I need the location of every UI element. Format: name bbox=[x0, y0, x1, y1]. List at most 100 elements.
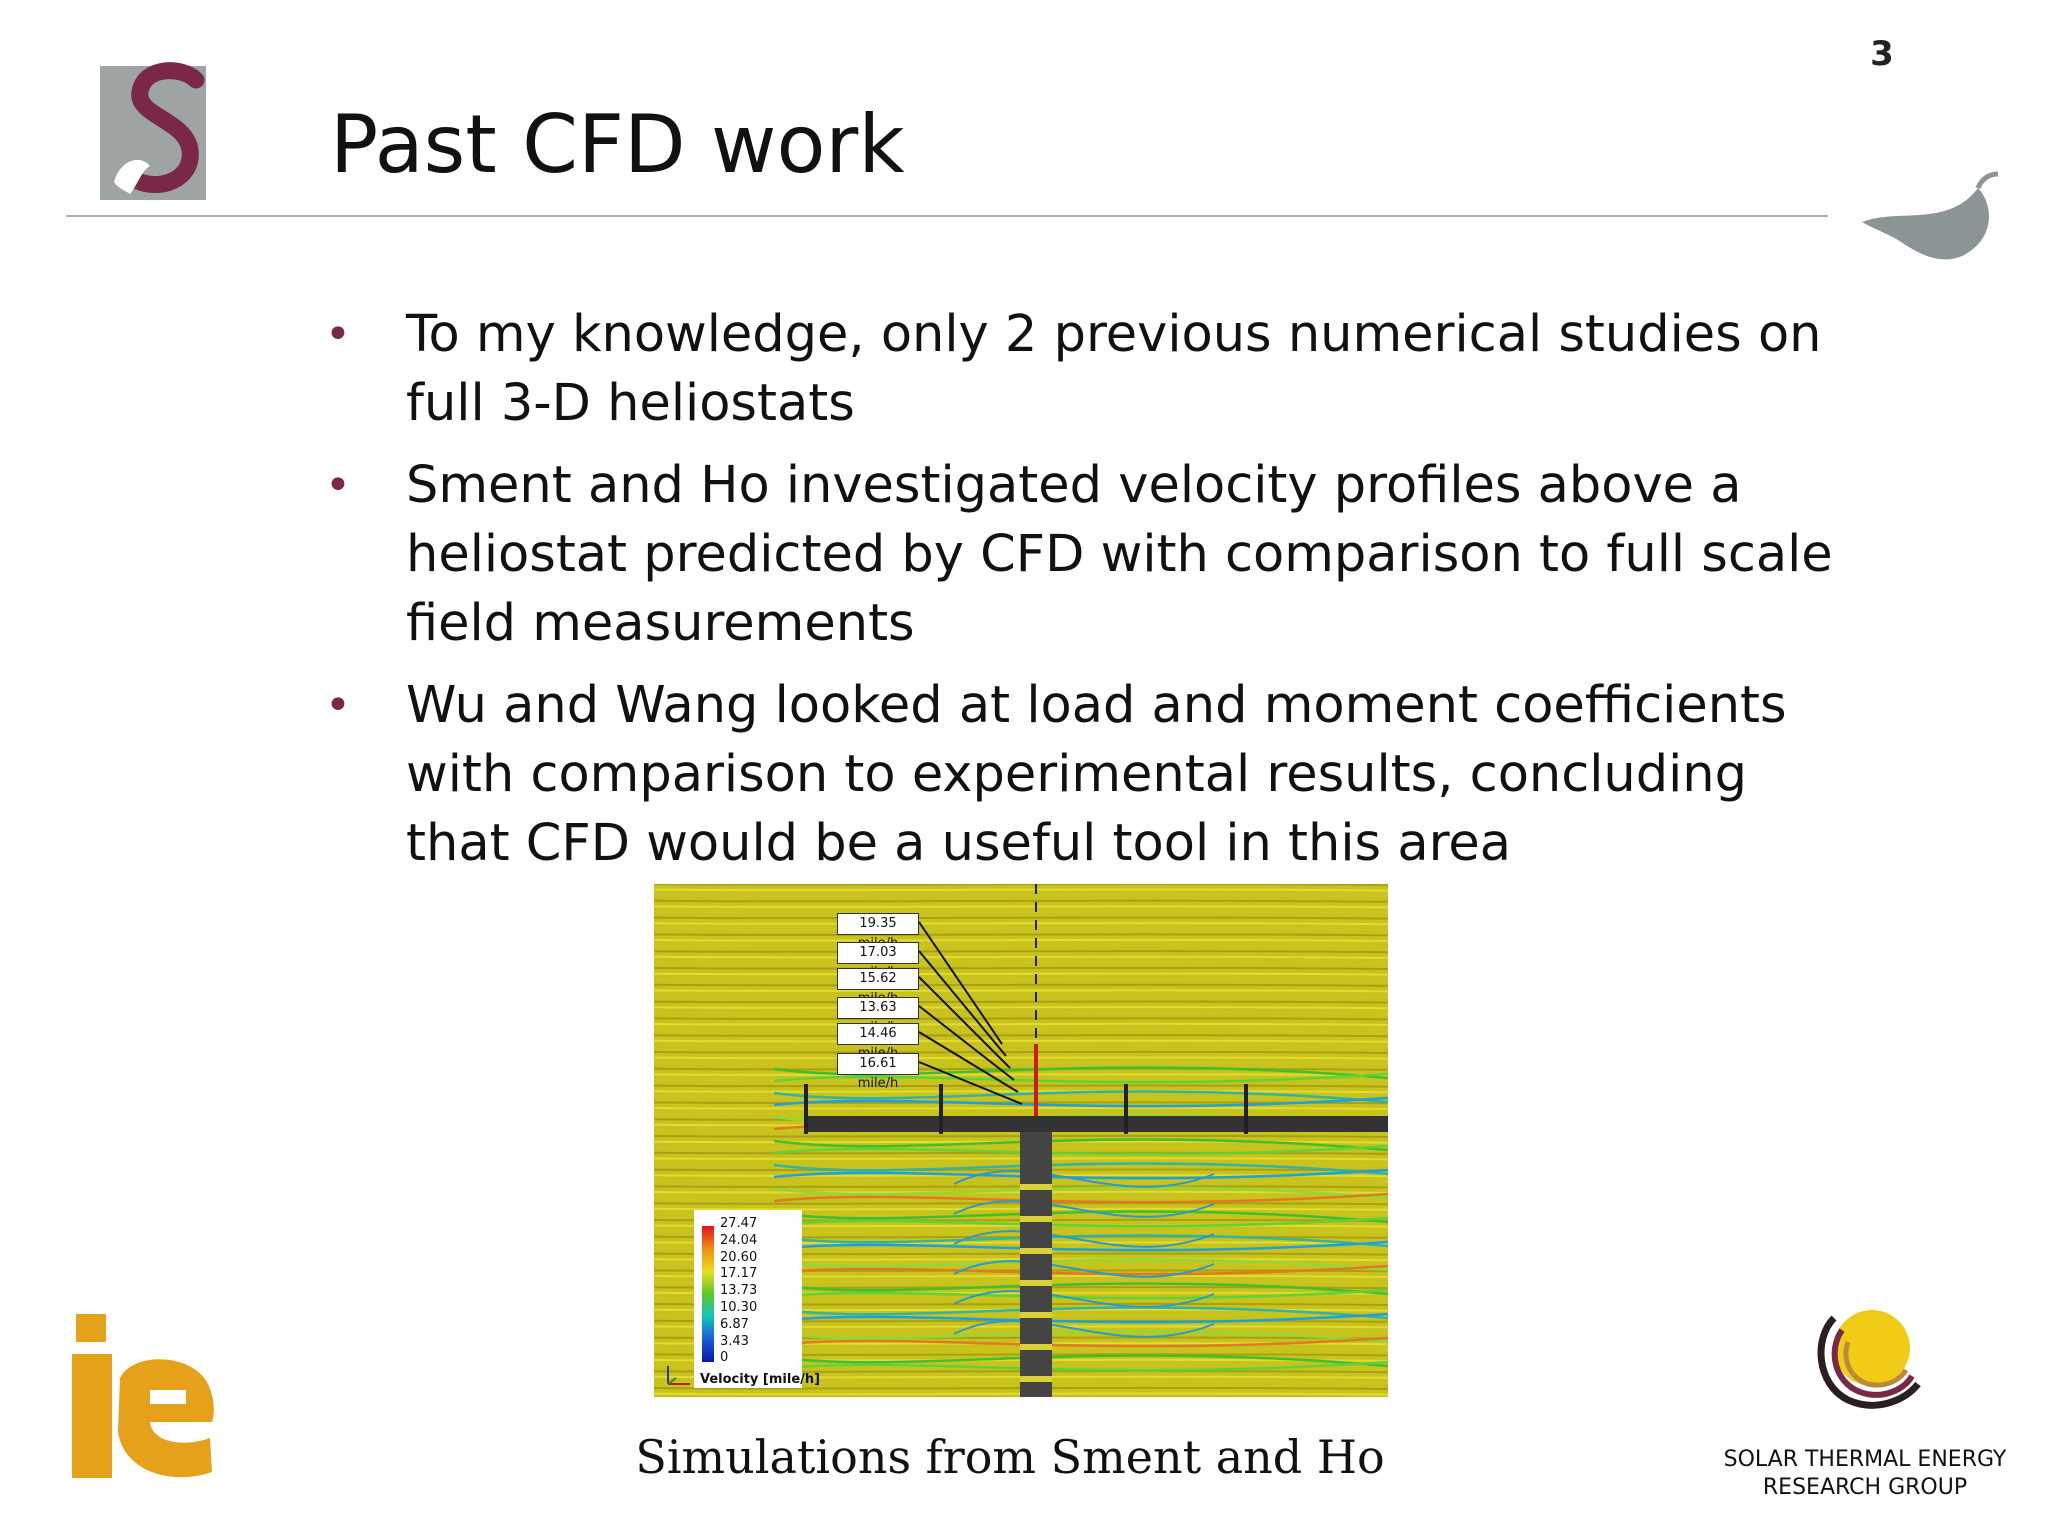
streamline bbox=[773, 1216, 1388, 1228]
streamline bbox=[773, 1282, 1388, 1296]
streamline bbox=[654, 1090, 1388, 1094]
streamline bbox=[654, 1017, 1388, 1021]
streamline bbox=[773, 1336, 1388, 1348]
streamline bbox=[654, 1162, 1388, 1166]
streamline bbox=[773, 1354, 1388, 1368]
streamline bbox=[654, 894, 1388, 898]
streamline bbox=[654, 910, 1388, 914]
streamline bbox=[654, 1207, 1388, 1211]
streamline bbox=[654, 1034, 1388, 1038]
streamline bbox=[773, 1144, 1388, 1156]
pylon-band bbox=[1020, 1216, 1052, 1222]
streamline bbox=[654, 955, 1388, 959]
streamline bbox=[654, 884, 1388, 886]
legend-value: 20.60 bbox=[720, 1249, 758, 1265]
streamline bbox=[654, 978, 1388, 982]
streamline bbox=[654, 927, 1388, 931]
streamline bbox=[654, 1179, 1388, 1183]
cfd-simulation-image bbox=[654, 884, 1388, 1397]
streamline bbox=[654, 1185, 1388, 1189]
label-leader-line bbox=[918, 1061, 1023, 1105]
streamline bbox=[654, 1084, 1388, 1088]
streamline bbox=[654, 922, 1388, 926]
streamline bbox=[654, 944, 1388, 948]
velocity-label: 15.62 mile/h bbox=[837, 968, 919, 1006]
streamline bbox=[773, 1360, 1388, 1372]
legend-title: Velocity [mile/h] bbox=[700, 1372, 821, 1387]
legend-value: 3.43 bbox=[720, 1333, 749, 1349]
streamline bbox=[654, 1386, 1388, 1390]
streamline bbox=[654, 1039, 1388, 1043]
velocity-legend: 27.47 24.04 20.60 17.17 13.73 10.30 6.87… bbox=[694, 1210, 802, 1388]
streamline bbox=[654, 1157, 1388, 1161]
bullet-text: Sment and Ho investigated velocity profi… bbox=[406, 456, 1833, 653]
legend-value: 27.47 bbox=[720, 1216, 758, 1231]
streamline bbox=[773, 1066, 1388, 1080]
axis-triad-icon bbox=[667, 1366, 690, 1385]
streamline bbox=[654, 1000, 1388, 1004]
legend-value: 6.87 bbox=[720, 1316, 749, 1332]
streamline bbox=[654, 983, 1388, 987]
figure-caption: Simulations from Sment and Ho bbox=[635, 1430, 1385, 1484]
vortex-streamline bbox=[953, 1230, 1215, 1248]
streamline bbox=[654, 1106, 1388, 1110]
leaf-logo-icon bbox=[1862, 171, 1999, 260]
velocity-label: 16.61 mile/h bbox=[837, 1053, 919, 1091]
bullet-item: • To my knowledge, only 2 previous numer… bbox=[318, 300, 1838, 438]
probe-line bbox=[1034, 1044, 1038, 1116]
streamline bbox=[654, 966, 1388, 970]
legend-colorbar bbox=[702, 1226, 714, 1362]
legend-value: 13.73 bbox=[720, 1283, 758, 1299]
research-group-line1: SOLAR THERMAL ENERGY bbox=[1723, 1447, 2007, 1472]
streamline bbox=[654, 1168, 1388, 1172]
vortex-streamline bbox=[953, 1200, 1215, 1218]
label-leader-line bbox=[918, 950, 1007, 1057]
velocity-label: 13.63 mile/h bbox=[837, 997, 919, 1035]
streamline bbox=[654, 905, 1388, 909]
heliostat-mirror bbox=[804, 1116, 1388, 1132]
streamline bbox=[654, 1062, 1388, 1066]
streamline bbox=[654, 972, 1388, 976]
bullet-item: • Wu and Wang looked at load and moment … bbox=[318, 671, 1838, 878]
label-leader-line bbox=[918, 976, 1011, 1069]
label-leader-line bbox=[918, 921, 1003, 1045]
streamline bbox=[654, 1022, 1388, 1026]
streamline bbox=[773, 1168, 1388, 1180]
streamline bbox=[773, 1288, 1388, 1300]
streamline bbox=[654, 1190, 1388, 1194]
vortex-streamline bbox=[953, 1290, 1215, 1308]
research-group-line2: RESEARCH GROUP bbox=[1762, 1475, 1968, 1500]
bullet-item: • Sment and Ho investigated velocity pro… bbox=[318, 451, 1838, 658]
vortex-streamline bbox=[953, 1260, 1215, 1278]
research-group-name: SOLAR THERMAL ENERGY RESEARCH GROUP bbox=[1700, 1446, 2030, 1502]
streamline bbox=[773, 1330, 1388, 1344]
streamline bbox=[654, 1095, 1388, 1099]
velocity-label: 14.46 mile/h bbox=[837, 1023, 919, 1061]
mirror-strut bbox=[1244, 1084, 1248, 1134]
streamline bbox=[654, 1112, 1388, 1116]
legend-value: 17.17 bbox=[720, 1266, 758, 1282]
streamline bbox=[654, 1196, 1388, 1200]
streamline bbox=[773, 1264, 1388, 1276]
title-divider bbox=[66, 215, 1828, 217]
bullet-list: • To my knowledge, only 2 previous numer… bbox=[318, 300, 1838, 891]
streamline bbox=[773, 1096, 1388, 1108]
vortex-streamline bbox=[953, 1170, 1215, 1188]
velocity-label: 17.03 mile/h bbox=[837, 942, 919, 980]
velocity-label: 19.35 mile/h bbox=[837, 913, 919, 951]
pylon-band bbox=[1020, 1312, 1052, 1318]
streamline bbox=[773, 1312, 1388, 1324]
legend-value: 10.30 bbox=[720, 1299, 758, 1315]
pylon-band bbox=[1020, 1184, 1052, 1190]
streamline bbox=[654, 933, 1388, 937]
label-leader-line bbox=[918, 1031, 1019, 1093]
pylon-band bbox=[1020, 1344, 1052, 1350]
streamline bbox=[773, 1138, 1388, 1152]
stellenbosch-logo-icon bbox=[100, 62, 206, 200]
streamline bbox=[654, 1050, 1388, 1054]
bullet-text: To my knowledge, only 2 previous numeric… bbox=[406, 305, 1822, 433]
bullet-marker: • bbox=[325, 309, 351, 360]
streamline bbox=[654, 938, 1388, 942]
label-leader-line bbox=[918, 1005, 1015, 1081]
ie-logo-icon bbox=[72, 1314, 214, 1478]
